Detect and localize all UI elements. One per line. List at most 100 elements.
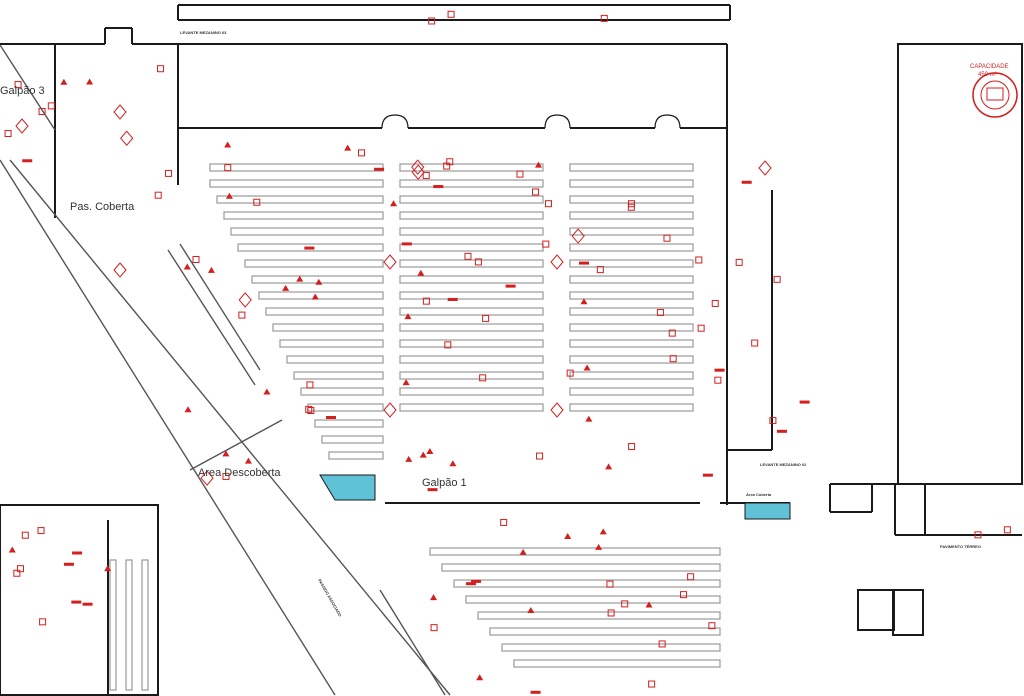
extinguisher-icon bbox=[687, 573, 695, 581]
rack bbox=[465, 595, 721, 604]
extinguisher-icon bbox=[697, 324, 705, 332]
extinguisher-icon bbox=[222, 472, 230, 480]
door-arcs bbox=[381, 114, 681, 129]
rack bbox=[429, 547, 721, 556]
alarm-icon bbox=[390, 200, 398, 207]
exit-sign-icon bbox=[238, 292, 252, 308]
rack bbox=[569, 291, 694, 300]
rack bbox=[293, 371, 384, 380]
extinguisher-icon bbox=[428, 17, 436, 25]
extinguisher-icon bbox=[21, 531, 29, 539]
rack bbox=[399, 195, 544, 204]
extinguisher-icon bbox=[532, 188, 540, 196]
hydrant-icon bbox=[82, 602, 93, 606]
hydrant-icon bbox=[505, 284, 516, 288]
extinguisher-icon bbox=[627, 203, 635, 211]
rack bbox=[272, 323, 384, 332]
rack bbox=[307, 403, 384, 412]
label-mezanino-top: LEVANTE MEZANINO 03 bbox=[180, 30, 227, 35]
rack bbox=[286, 355, 384, 364]
rack bbox=[513, 659, 721, 668]
alarm-icon bbox=[419, 451, 427, 458]
rack bbox=[399, 403, 544, 412]
rack bbox=[237, 243, 384, 252]
rack bbox=[569, 243, 694, 252]
safety-symbols bbox=[4, 10, 1011, 694]
extinguisher-icon bbox=[38, 108, 46, 116]
extinguisher-icon bbox=[443, 162, 451, 170]
rack bbox=[399, 227, 544, 236]
rack bbox=[125, 559, 133, 691]
extinguisher-icon bbox=[648, 680, 656, 688]
exit-sign-icon bbox=[113, 104, 127, 120]
exit-sign-icon bbox=[758, 160, 772, 176]
hydrant-icon bbox=[447, 297, 458, 301]
alarm-icon bbox=[645, 601, 653, 608]
rack bbox=[569, 211, 694, 220]
storage-racks bbox=[109, 163, 721, 691]
hydrant-icon bbox=[714, 368, 725, 372]
alarm-icon bbox=[564, 532, 572, 539]
extinguisher-icon bbox=[607, 609, 615, 617]
alarm-icon bbox=[430, 594, 438, 601]
extinguisher-icon bbox=[14, 81, 22, 89]
rack bbox=[300, 387, 384, 396]
label-capacidade-valor: 450 m³ bbox=[978, 72, 997, 78]
extinguisher-icon bbox=[47, 102, 55, 110]
hydrant-icon bbox=[433, 185, 444, 189]
label-galpao1: Galpão 1 bbox=[422, 477, 467, 489]
alarm-icon bbox=[344, 144, 352, 151]
label-pas-coberta: Pas. Coberta bbox=[70, 201, 135, 213]
hydrant-icon bbox=[72, 551, 83, 555]
extinguisher-icon bbox=[192, 256, 200, 264]
hydrant-icon bbox=[71, 600, 82, 604]
exit-sign-icon bbox=[383, 254, 397, 270]
alarm-icon bbox=[476, 674, 484, 681]
rack bbox=[399, 259, 544, 268]
extinguisher-icon bbox=[306, 381, 314, 389]
extinguisher-icon bbox=[154, 191, 162, 199]
label-acesso: PASSEIO ASSOCIADO bbox=[317, 578, 343, 617]
hydrant-icon bbox=[22, 159, 33, 163]
exit-sign-icon bbox=[120, 130, 134, 147]
extinguisher-icon bbox=[621, 600, 629, 608]
exit-sign-icon bbox=[411, 164, 425, 180]
highlight-zone-right bbox=[744, 502, 791, 520]
alarm-icon bbox=[583, 364, 591, 371]
rack bbox=[314, 419, 384, 428]
extinguisher-icon bbox=[430, 624, 438, 632]
alarm-icon bbox=[263, 388, 271, 395]
alarm-icon bbox=[599, 528, 607, 535]
alarm-icon bbox=[86, 78, 94, 85]
rack bbox=[399, 243, 544, 252]
alarm-icon bbox=[244, 457, 252, 464]
exit-sign-icon bbox=[550, 402, 564, 418]
label-capacidade: CAPACIDADE bbox=[970, 64, 1009, 70]
extinguisher-icon bbox=[711, 299, 719, 307]
exit-sign-icon bbox=[571, 228, 585, 244]
extinguisher-icon bbox=[658, 640, 666, 648]
rack bbox=[223, 211, 384, 220]
alarm-icon bbox=[404, 313, 412, 320]
extinguisher-icon bbox=[358, 149, 366, 157]
exit-sign-icon bbox=[113, 262, 127, 278]
extinguisher-icon bbox=[224, 164, 232, 172]
rack bbox=[569, 403, 694, 412]
rack bbox=[569, 339, 694, 348]
walls bbox=[0, 4, 1023, 696]
extinguisher-icon bbox=[773, 275, 781, 283]
extinguisher-icon bbox=[4, 130, 12, 138]
extinguisher-icon bbox=[656, 308, 664, 316]
extinguisher-icon bbox=[444, 341, 452, 349]
hydrant-icon bbox=[304, 246, 315, 250]
rack bbox=[244, 259, 384, 268]
hydrant-icon bbox=[465, 582, 476, 586]
extinguisher-icon bbox=[16, 565, 24, 573]
hydrant-icon bbox=[799, 400, 810, 404]
hydrant-icon bbox=[776, 429, 787, 433]
extinguisher-icon bbox=[596, 266, 604, 274]
rack bbox=[569, 163, 694, 172]
rack bbox=[141, 559, 149, 691]
extinguisher-icon bbox=[464, 252, 472, 260]
rack bbox=[328, 451, 384, 460]
